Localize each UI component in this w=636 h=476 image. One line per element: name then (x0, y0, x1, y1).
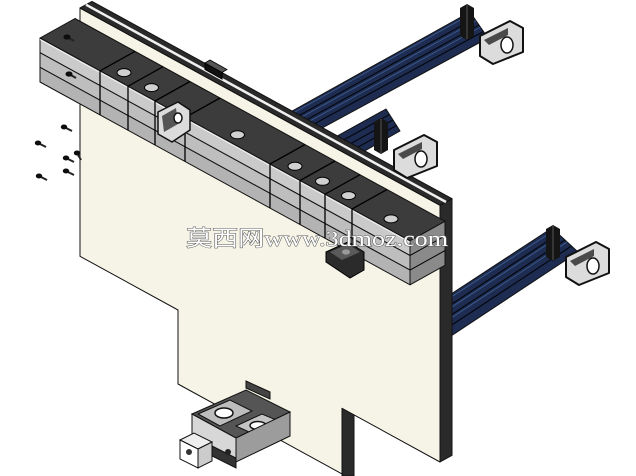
small-bracket-hole (342, 249, 350, 255)
rail-divider (295, 30, 484, 135)
screw-head (65, 71, 73, 77)
rail-divider (292, 24, 480, 129)
screw (62, 168, 75, 176)
bracket-hole (586, 257, 600, 275)
clamp-screw (225, 449, 231, 455)
segment-separator (154, 80, 191, 145)
segment-separator (127, 66, 164, 131)
rail-divider (444, 233, 559, 310)
block-hole (341, 191, 356, 201)
screw-head (62, 155, 70, 161)
rail-highlight (444, 235, 561, 312)
rail-divider (288, 17, 475, 122)
rail-end-bracket-middle (374, 118, 438, 179)
rail-highlight (293, 26, 481, 131)
angle-bracket-hole (173, 112, 183, 124)
rail-end-bracket-lower (546, 225, 610, 286)
clamp-hole-left (214, 407, 234, 419)
screw (73, 150, 82, 161)
stack-screw-top (63, 34, 75, 42)
segment-separator (99, 50, 136, 115)
clamp-block-side (235, 411, 291, 463)
plate-small-bracket (325, 241, 365, 279)
loose-screws (34, 124, 82, 181)
rail-highlight (285, 13, 472, 118)
block-top-holes (116, 68, 399, 224)
bracket-gusset (398, 142, 422, 159)
rail-divider (444, 245, 572, 331)
segment-separator (299, 160, 336, 225)
rail-highlight (289, 20, 477, 124)
screw-head (63, 34, 71, 40)
bracket-gusset (570, 249, 594, 266)
block-hole (287, 161, 303, 171)
screw (35, 173, 48, 181)
block-stack-end-layer-line (409, 250, 446, 271)
clamp-slot (245, 380, 271, 400)
screw-head (35, 173, 43, 179)
block-hole (383, 214, 399, 224)
screw-head (62, 168, 70, 174)
bottom-clamp-assembly (178, 380, 292, 469)
block-hole (116, 68, 132, 78)
watermark-text: 莫西网www.3dmoz.com (186, 226, 448, 251)
stack-angle-bracket (157, 101, 191, 143)
rail-end-bracket-upper (460, 4, 524, 65)
block-hole (230, 130, 245, 140)
angle-bracket-inner (162, 108, 178, 132)
rail-divider (444, 239, 566, 320)
block-hole (144, 83, 159, 93)
clamp-cube-hole (186, 449, 192, 455)
block-stack (39, 18, 446, 286)
screw-head (73, 150, 81, 156)
segment-separator (351, 188, 388, 253)
clamp-cube-side (197, 441, 213, 469)
bracket-gusset (484, 28, 508, 45)
rail-highlight (444, 230, 555, 302)
stack-screw-front (65, 71, 77, 79)
plate-top-tab-face (204, 59, 228, 73)
segment-separator (269, 143, 306, 208)
segment-separator (324, 174, 361, 239)
bracket-hole (414, 150, 428, 168)
clamp-cube (178, 432, 214, 469)
screw (62, 155, 75, 163)
screw-head (60, 124, 68, 130)
screw (34, 140, 47, 148)
block-stack-end (409, 220, 446, 286)
plate-top-edge-highlight (85, 3, 447, 204)
screw-head (34, 140, 42, 146)
screw (60, 124, 73, 132)
bracket-hole (500, 36, 514, 54)
block-stack-front-highlight (39, 39, 411, 243)
block-hole (315, 176, 330, 186)
block-stack-end-layer-line (409, 235, 446, 256)
